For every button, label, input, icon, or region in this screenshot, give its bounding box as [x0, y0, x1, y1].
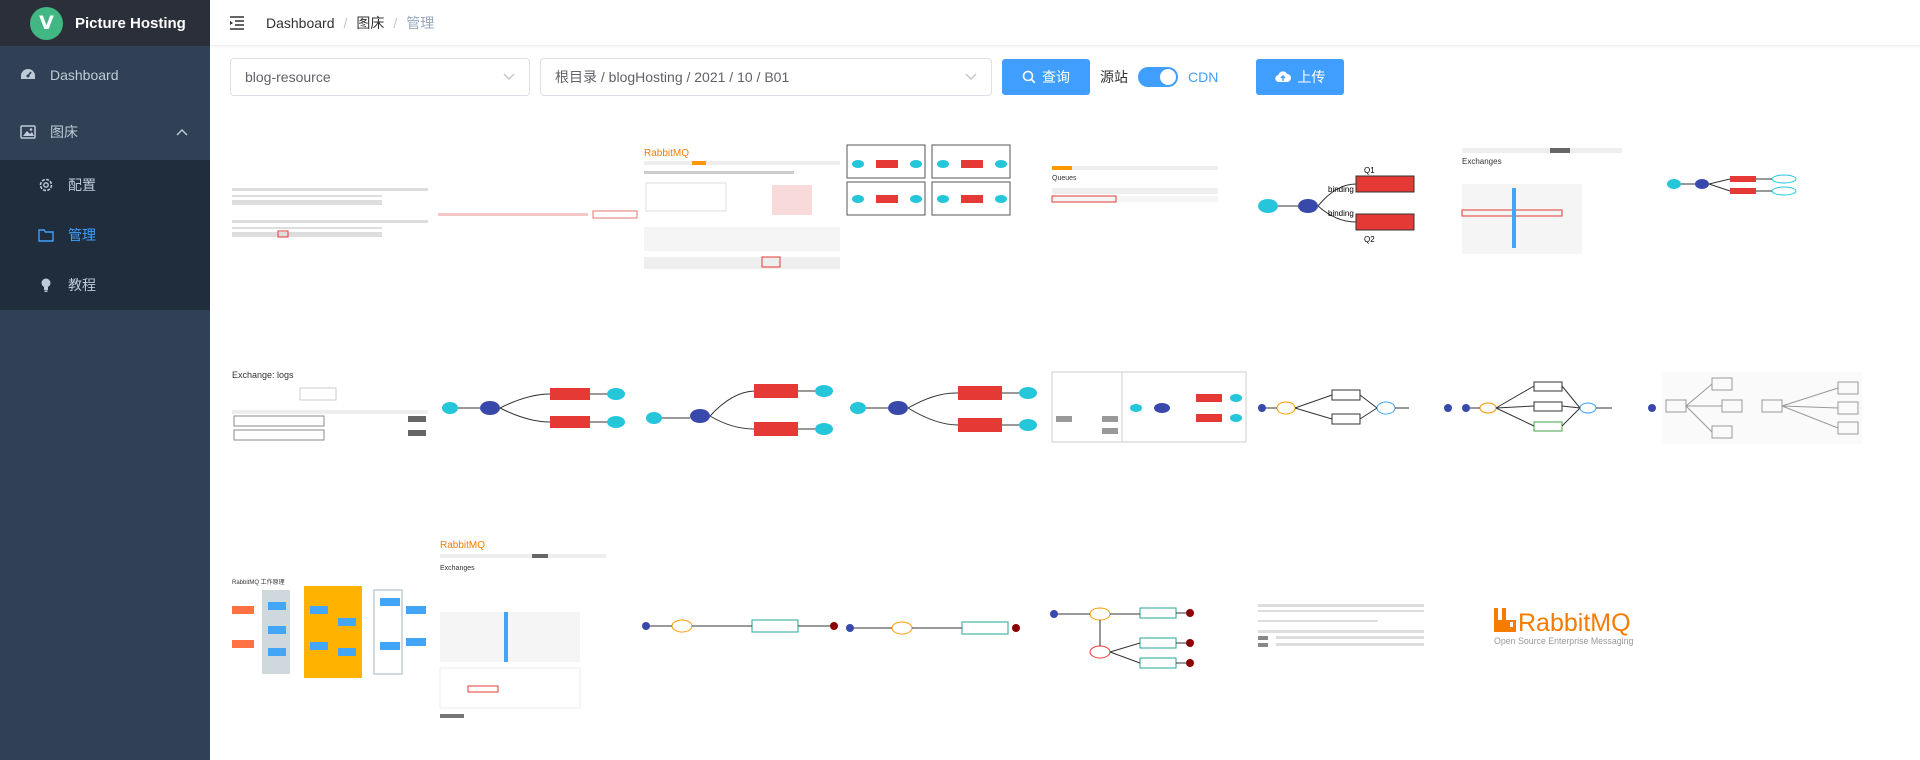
cdn-label: CDN: [1188, 69, 1219, 85]
image-thumbnail[interactable]: Exchanges: [1460, 146, 1624, 262]
image-thumbnail[interactable]: [438, 374, 638, 440]
q1-label: Q1: [1364, 166, 1375, 175]
folder-icon: [38, 227, 54, 243]
image-thumbnail[interactable]: [230, 186, 430, 244]
binding-label: binding: [1328, 209, 1354, 218]
breadcrumb-item-dashboard[interactable]: Dashboard: [266, 14, 335, 31]
sidebar-item-label: 配置: [68, 177, 96, 193]
path-cascader[interactable]: 根目录 / blogHosting / 2021 / 10 / B01: [540, 58, 992, 96]
image-thumbnail[interactable]: [642, 602, 842, 652]
sidebar-menu: Dashboard 图床 配置 管理: [0, 46, 210, 310]
image-thumbnail[interactable]: [1662, 162, 1828, 212]
sidebar-item-picture[interactable]: 图床: [0, 103, 210, 160]
breadcrumb-item-picture[interactable]: 图床: [356, 14, 385, 31]
breadcrumb: Dashboard / 图床 / 管理: [266, 13, 434, 33]
exchange-logs-title: Exchange: logs: [232, 370, 294, 380]
bulb-icon: [38, 277, 54, 293]
rabbitmq-header: RabbitMQ: [440, 540, 485, 551]
breadcrumb-separator: /: [343, 14, 348, 31]
image-thumbnail[interactable]: [846, 602, 1046, 652]
sidebar-item-manage[interactable]: 管理: [0, 210, 210, 260]
sidebar-item-dashboard[interactable]: Dashboard: [0, 46, 210, 103]
exchanges-title: Exchanges: [1462, 157, 1502, 166]
q2-label: Q2: [1364, 235, 1375, 244]
switch-knob: [1160, 69, 1176, 85]
bucket-select-value: blog-resource: [245, 69, 331, 85]
image-thumbnail[interactable]: [1050, 368, 1250, 446]
sidebar-item-config[interactable]: 配置: [0, 160, 210, 210]
sidebar: V Picture Hosting Dashboard 图床 配置: [0, 0, 210, 760]
origin-label: 源站: [1100, 69, 1128, 85]
exchanges-title: Exchanges: [440, 565, 475, 572]
image-thumbnail[interactable]: [1256, 602, 1426, 652]
breadcrumb-item-current: 管理: [406, 14, 435, 31]
binding-label: binding: [1328, 185, 1354, 194]
bucket-select[interactable]: blog-resource: [230, 58, 530, 96]
sidebar-item-label: 教程: [68, 277, 96, 293]
sidebar-item-tutorial[interactable]: 教程: [0, 260, 210, 310]
sidebar-submenu: 配置 管理 教程: [0, 160, 210, 310]
chevron-up-icon: [176, 129, 188, 136]
dashboard-icon: [20, 67, 36, 83]
image-thumbnail[interactable]: RabbitMQ 工作原理: [230, 572, 430, 682]
image-thumbnail[interactable]: [1460, 374, 1660, 440]
upload-button[interactable]: 上传: [1256, 59, 1345, 95]
chevron-down-icon: [965, 73, 977, 80]
menu-fold-icon[interactable]: [228, 14, 246, 32]
search-icon: [1022, 70, 1036, 84]
navbar: Dashboard / 图床 / 管理: [210, 0, 1920, 46]
sidebar-item-label: 管理: [68, 227, 96, 243]
image-thumbnail[interactable]: [1662, 372, 1862, 444]
image-thumbnail[interactable]: [846, 144, 1012, 216]
image-thumbnail[interactable]: [642, 372, 842, 444]
cdn-switch[interactable]: [1138, 67, 1178, 87]
query-button[interactable]: 查询: [1002, 59, 1090, 95]
rabbit-work-title: RabbitMQ 工作原理: [232, 578, 285, 586]
sidebar-item-label: 图床: [50, 123, 78, 140]
chevron-down-icon: [503, 73, 515, 80]
query-button-label: 查询: [1042, 69, 1070, 85]
image-thumbnail[interactable]: RabbitMQ: [642, 145, 842, 290]
sidebar-item-label: Dashboard: [50, 66, 119, 83]
toolbar: blog-resource 根目录 / blogHosting / 2021 /…: [230, 58, 1345, 96]
upload-button-label: 上传: [1297, 69, 1326, 85]
app-title: Picture Hosting: [75, 14, 186, 32]
cloud-upload-icon: [1275, 71, 1292, 83]
app-logo[interactable]: V Picture Hosting: [0, 0, 210, 46]
image-thumbnail[interactable]: [1050, 590, 1250, 676]
image-thumbnail[interactable]: Queues: [1050, 164, 1220, 224]
rabbitmq-header: RabbitMQ: [644, 148, 689, 159]
rabbitmq-logo-text: RabbitMQ: [1518, 609, 1631, 637]
image-thumbnail[interactable]: [846, 372, 1046, 444]
image-thumbnail[interactable]: Exchange: logs: [230, 368, 430, 446]
image-thumbnail[interactable]: RabbitMQ Exchanges: [438, 538, 608, 718]
logo-icon: V: [30, 6, 63, 40]
picture-icon: [20, 124, 36, 140]
image-thumbnail[interactable]: [438, 208, 638, 222]
queues-title: Queues: [1052, 175, 1077, 182]
breadcrumb-separator: /: [393, 14, 398, 31]
gear-icon: [38, 177, 54, 193]
rabbitmq-tagline: Open Source Enterprise Messaging: [1494, 636, 1633, 646]
path-cascader-value: 根目录 / blogHosting / 2021 / 10 / B01: [555, 69, 790, 85]
image-thumbnail[interactable]: [1256, 374, 1456, 440]
